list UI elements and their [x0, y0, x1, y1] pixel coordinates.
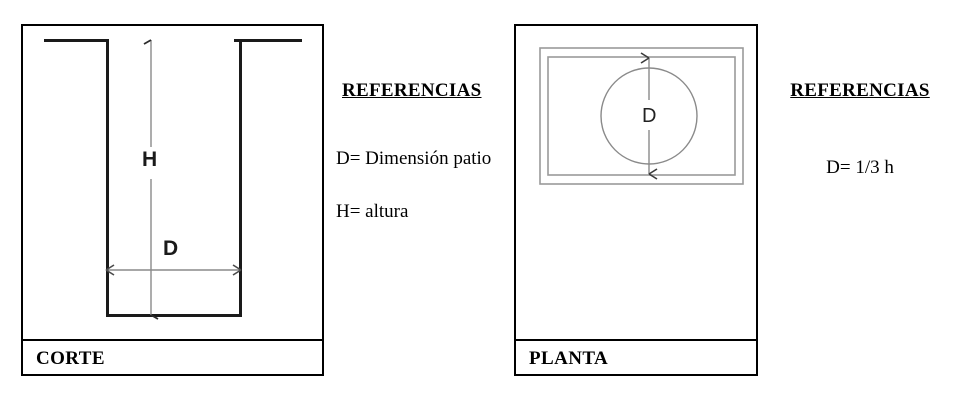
planta-caption: PLANTA: [529, 348, 609, 369]
references-corte: REFERENCIAS D= Dimensión patio H= altura: [336, 80, 504, 225]
panel-planta: D PLANTA: [514, 24, 758, 376]
corte-width-dimension-arrow: [105, 264, 242, 276]
corte-left-wall: [106, 39, 109, 317]
corte-height-label: H: [142, 148, 158, 171]
corte-width-label: D: [163, 237, 179, 260]
corte-right-wall: [239, 39, 242, 317]
references-corte-item-height: H= altura: [336, 200, 409, 222]
references-planta-item-ratio: D= 1/3 h: [826, 157, 894, 178]
references-corte-item-dimension: D= Dimensión patio: [336, 148, 492, 169]
corte-caption-divider: [23, 339, 322, 341]
references-planta: REFERENCIAS D= 1/3 h: [775, 80, 945, 182]
corte-caption: CORTE: [36, 348, 105, 369]
corte-height-dimension-arrow: [143, 39, 159, 320]
panel-corte: H D CORTE: [21, 24, 324, 376]
planta-drawing: [539, 47, 744, 185]
corte-top-wall-right: [234, 39, 302, 42]
references-corte-title: REFERENCIAS: [342, 80, 482, 101]
corte-bottom-wall: [106, 314, 242, 317]
corte-top-wall-left: [44, 39, 109, 42]
planta-caption-divider: [516, 339, 756, 341]
planta-diameter-label: D: [642, 105, 657, 127]
planta-outer-rectangle: [539, 47, 744, 185]
references-planta-title: REFERENCIAS: [790, 80, 930, 101]
